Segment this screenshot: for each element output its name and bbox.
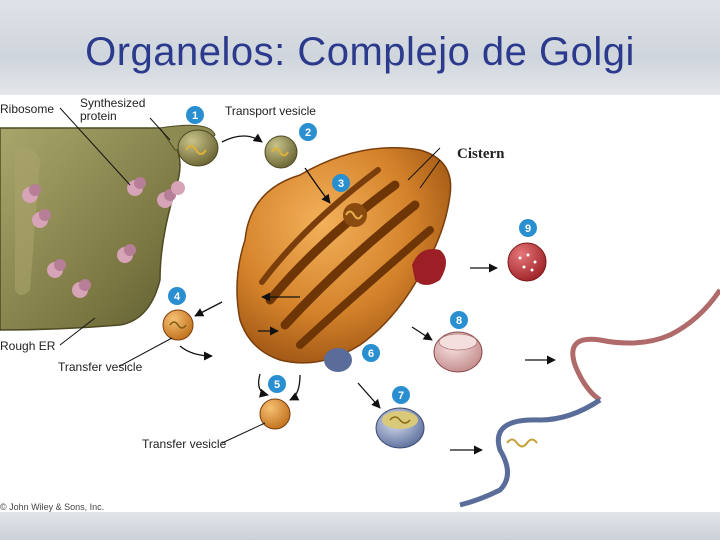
- svg-text:2: 2: [305, 127, 311, 139]
- step-badge-9: 9: [519, 219, 537, 237]
- svg-text:8: 8: [456, 315, 462, 327]
- budding-vesicle: [177, 129, 219, 167]
- step-badge-4: 4: [168, 287, 186, 305]
- title-background: [0, 0, 720, 95]
- golgi-complex: [236, 147, 452, 372]
- transport-vesicle: [264, 135, 298, 169]
- svg-text:5: 5: [274, 379, 280, 391]
- process-arrows: [179, 133, 556, 455]
- step-badge-2: 2: [299, 123, 317, 141]
- step-badge-5: 5: [268, 375, 286, 393]
- label-ribosome: Ribosome: [0, 102, 54, 116]
- step-badges: 1 2 3 4 5 6 7 8 9: [168, 106, 537, 404]
- svg-text:3: 3: [338, 178, 344, 190]
- svg-text:1: 1: [192, 110, 198, 122]
- label-cistern: Cistern: [457, 146, 505, 162]
- transfer-vesicle-4: [162, 309, 194, 341]
- plasma-membrane: [459, 288, 720, 508]
- transfer-vesicle-5: [259, 398, 291, 430]
- label-transfer-vesicle-1: Transfer vesicle: [58, 360, 143, 374]
- svg-text:7: 7: [398, 390, 404, 402]
- label-transport-vesicle: Transport vesicle: [225, 104, 316, 118]
- step-badge-1: 1: [186, 106, 204, 124]
- golgi-diagram: 1 2 3 4 5 6 7 8 9 Ribosome Synthesized p…: [0, 95, 720, 512]
- svg-text:9: 9: [525, 223, 531, 235]
- vesicle-9: [507, 242, 547, 282]
- leader-lines: [59, 107, 441, 444]
- step-badge-7: 7: [392, 386, 410, 404]
- slide-title: Organelos: Complejo de Golgi: [85, 30, 635, 74]
- svg-text:6: 6: [368, 348, 374, 360]
- copyright-notice: © John Wiley & Sons, Inc.: [0, 502, 104, 512]
- step-badge-3: 3: [332, 174, 350, 192]
- step-badge-8: 8: [450, 311, 468, 329]
- vesicle-8: [433, 331, 483, 373]
- label-rough-er: Rough ER: [0, 339, 56, 353]
- vesicle-7: [375, 407, 425, 449]
- label-transfer-vesicle-2: Transfer vesicle: [142, 437, 227, 451]
- label-synthesized-line1: Synthesized: [80, 96, 145, 110]
- step-badge-6: 6: [362, 344, 380, 362]
- svg-text:4: 4: [174, 291, 181, 303]
- ribosomes: [22, 177, 185, 298]
- label-synthesized-line2: protein: [80, 109, 117, 123]
- footer-background: [0, 512, 720, 540]
